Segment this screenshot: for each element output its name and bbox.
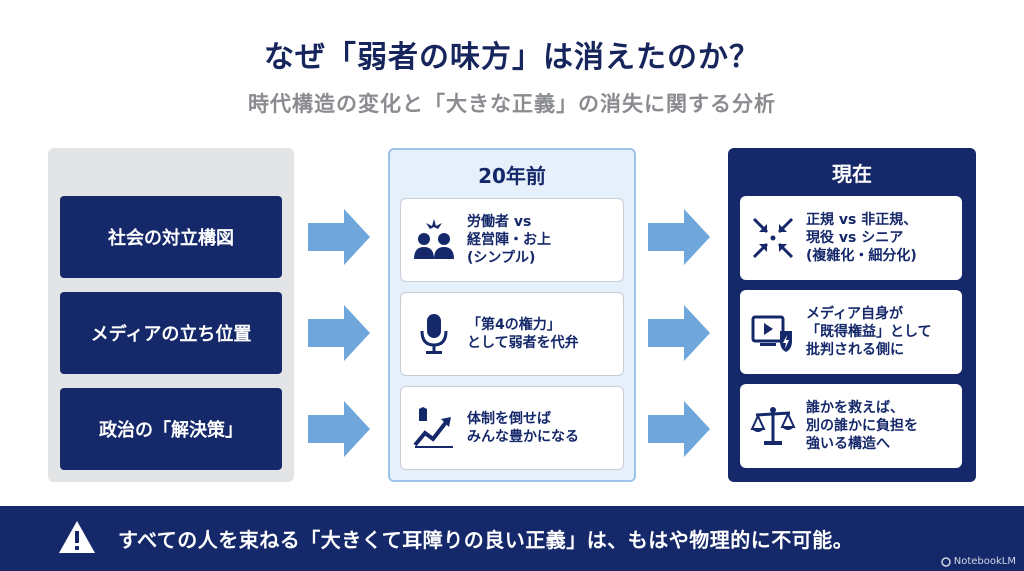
category-political-solution: 政治の「解決策」: [60, 388, 282, 470]
category-media-position: メディアの立ち位置: [60, 292, 282, 374]
conclusion-text: すべての人を束ねる「大きくて耳障りの良い正義」は、もはや物理的に不可能。: [118, 528, 854, 552]
arrow-right-icon: [648, 209, 710, 265]
warning-icon: [59, 521, 95, 553]
arrow-right-icon: [648, 305, 710, 361]
fragmented-arrows-icon: [750, 215, 796, 261]
brand-label: NotebookLM: [953, 556, 1016, 567]
present-politics-text: 誰かを救えば、 別の誰かに負担を 強いる構造へ: [806, 399, 918, 453]
present-media-text: メディア自身が 「既得権益」として 批判される側に: [806, 305, 932, 359]
page-title: なぜ「弱者の味方」は消えたのか？: [264, 40, 760, 75]
people-conflict-icon: [411, 217, 457, 263]
past-card-media: 「第4の権力」 として弱者を代弁: [400, 292, 624, 376]
past-politics-text: 体制を倒せば みんな豊かになる: [467, 410, 579, 445]
conclusion-bar: すべての人を束ねる「大きくて耳障りの良い正義」は、もはや物理的に不可能。 Not…: [0, 506, 1024, 571]
scales-icon: [750, 403, 796, 449]
past-card-conflict: 労働者 vs 経営陣・お上 (シンプル): [400, 198, 624, 282]
breaking-growth-icon: [411, 405, 457, 451]
past-card-politics: 体制を倒せば みんな豊かになる: [400, 386, 624, 470]
present-card-politics: 誰かを救えば、 別の誰かに負担を 強いる構造へ: [740, 384, 962, 468]
present-card-media: メディア自身が 「既得権益」として 批判される側に: [740, 290, 962, 374]
past-media-text: 「第4の権力」 として弱者を代弁: [467, 316, 579, 351]
present-column-header: 現在: [832, 162, 872, 186]
arrow-right-icon: [308, 209, 370, 265]
arrow-right-icon: [308, 305, 370, 361]
present-card-conflict: 正規 vs 非正規、 現役 vs シニア (複雑化・細分化): [740, 196, 962, 280]
microphone-icon: [411, 311, 457, 357]
page-subtitle: 時代構造の変化と「大きな正義」の消失に関する分析: [248, 92, 776, 116]
notebooklm-logo-icon: [941, 556, 951, 567]
present-column: 現在 正規 vs 非正規、 現役 vs シニア (複雑化・細分化): [728, 148, 976, 482]
past-conflict-text: 労働者 vs 経営陣・お上 (シンプル): [467, 213, 551, 267]
arrow-right-icon: [308, 401, 370, 457]
past-column-header: 20年前: [478, 164, 546, 188]
arrow-right-icon: [648, 401, 710, 457]
past-column: 20年前 労働者 vs 経営陣・お上 (シンプル) 「第4の権力」 として弱者を…: [388, 148, 636, 482]
media-shield-icon: [750, 309, 796, 355]
present-conflict-text: 正規 vs 非正規、 現役 vs シニア (複雑化・細分化): [806, 211, 918, 265]
category-social-conflict: 社会の対立構図: [60, 196, 282, 278]
notebooklm-brand: NotebookLM: [941, 556, 1016, 567]
